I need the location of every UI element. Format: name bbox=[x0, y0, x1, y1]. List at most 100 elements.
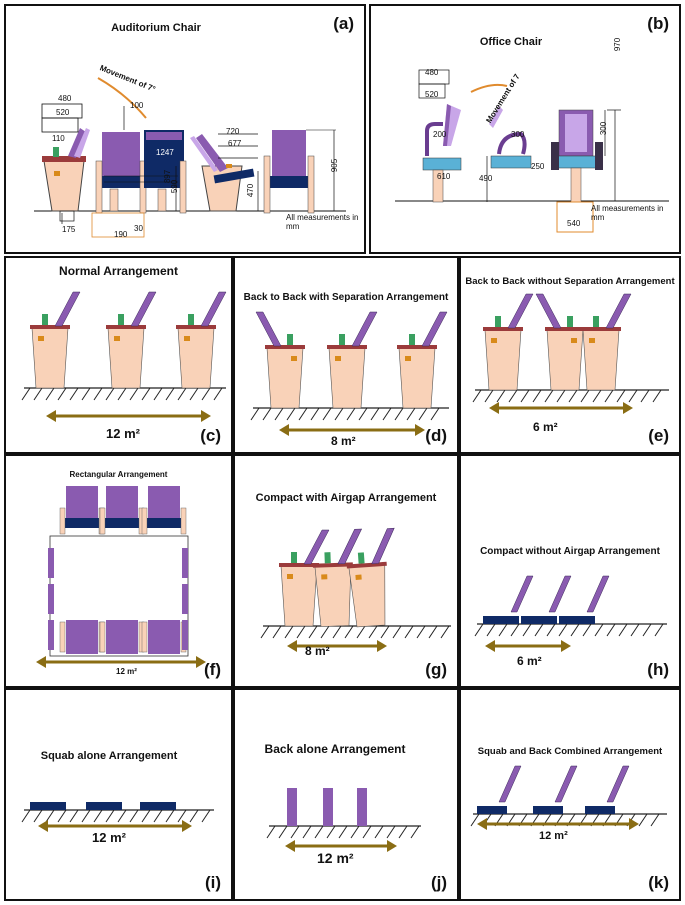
floor-hatch bbox=[260, 625, 270, 639]
floor-hatch bbox=[510, 623, 520, 637]
floor-hatch bbox=[380, 625, 390, 639]
arrow-head-left bbox=[38, 820, 48, 832]
bottom-chair-leg bbox=[141, 621, 148, 653]
floor-hatch bbox=[544, 389, 554, 403]
floor-hatch bbox=[428, 625, 438, 639]
panel-j-back-alone: Back alone Arrangement 12 m² (j) bbox=[233, 688, 459, 901]
floor-hatch bbox=[308, 625, 318, 639]
floor-hatch bbox=[592, 389, 602, 403]
dim-520: 520 bbox=[56, 108, 70, 117]
floor-hatch bbox=[556, 389, 566, 403]
floor-hatch bbox=[177, 809, 187, 823]
floor-hatch bbox=[290, 825, 300, 839]
right-chair-back bbox=[182, 620, 188, 650]
panel-d-back-to-back-separation: Back to Back with Separation Arrangement… bbox=[233, 256, 459, 454]
armrest bbox=[357, 552, 365, 564]
panel-j-title: Back alone Arrangement bbox=[264, 742, 406, 756]
chair bbox=[346, 527, 395, 628]
armrest bbox=[567, 316, 573, 327]
floor-hatch bbox=[213, 387, 223, 401]
seat-top bbox=[397, 345, 437, 349]
rectangular-arrangement-drawing bbox=[36, 486, 206, 668]
back-alone-drawing bbox=[266, 788, 421, 852]
dim-175: 175 bbox=[62, 225, 76, 234]
floor-hatch bbox=[272, 625, 282, 639]
dim-b-300-front: 300 bbox=[599, 121, 609, 136]
floor-hatch bbox=[430, 407, 440, 421]
floor-hatch bbox=[165, 387, 175, 401]
arrow-head-right bbox=[629, 818, 639, 830]
dim-100: 100 bbox=[130, 101, 144, 110]
left-chair-back bbox=[48, 620, 54, 650]
backrest bbox=[130, 291, 157, 327]
armrest bbox=[409, 334, 415, 345]
dim-480: 480 bbox=[58, 94, 72, 103]
chair-tag bbox=[335, 356, 341, 361]
squab-back-combined-drawing bbox=[470, 765, 667, 830]
floor-hatch bbox=[93, 809, 103, 823]
floor-hatch bbox=[262, 407, 272, 421]
normal-arrangement-drawing bbox=[21, 291, 227, 422]
floor-hatch bbox=[141, 809, 151, 823]
floor-hatch bbox=[69, 809, 79, 823]
auditorium-chair-drawing bbox=[34, 77, 346, 238]
armrest bbox=[339, 334, 345, 345]
chair-tag bbox=[491, 338, 497, 343]
floor-hatch bbox=[594, 623, 604, 637]
floor-hatch bbox=[630, 623, 640, 637]
floor-hatch bbox=[410, 825, 420, 839]
right-chair-back bbox=[182, 548, 188, 578]
floor-hatch bbox=[604, 389, 614, 403]
arrow-head-right bbox=[377, 640, 387, 652]
panel-g-title: Compact with Airgap Arrangement bbox=[255, 492, 437, 504]
floor-hatch bbox=[362, 825, 372, 839]
chair bbox=[397, 311, 448, 409]
backrest bbox=[200, 291, 227, 327]
floor-hatch bbox=[201, 809, 211, 823]
floor-hatch bbox=[558, 623, 568, 637]
dim-b-490: 490 bbox=[479, 174, 493, 183]
panel-d-title: Back to Back with Separation Arrangement bbox=[243, 292, 449, 303]
arrow-head-left bbox=[287, 640, 297, 652]
floor-hatch bbox=[105, 809, 115, 823]
panel-b-title: Office Chair bbox=[479, 36, 543, 48]
floor-hatch bbox=[105, 387, 115, 401]
arrow-head-right bbox=[387, 840, 397, 852]
floor-hatch bbox=[201, 387, 211, 401]
dim-905: 905 bbox=[330, 158, 340, 173]
floor-hatch bbox=[406, 407, 416, 421]
floor-hatch bbox=[141, 387, 151, 401]
arrow-head-right bbox=[415, 424, 425, 436]
arrow-head-right bbox=[623, 402, 633, 414]
chair-body bbox=[398, 347, 436, 409]
floor-hatch bbox=[532, 389, 542, 403]
floor-hatch bbox=[522, 623, 532, 637]
armrest bbox=[324, 552, 331, 564]
seat-top bbox=[545, 327, 585, 331]
floor-hatch bbox=[177, 387, 187, 401]
chair-body bbox=[328, 347, 366, 409]
floor-hatch bbox=[33, 387, 43, 401]
panel-i-label: (i) bbox=[204, 873, 221, 892]
backrest bbox=[605, 293, 632, 329]
panel-c-title: Normal Arrangement bbox=[59, 264, 178, 278]
chair-body bbox=[266, 347, 304, 409]
chair-tag bbox=[114, 336, 120, 341]
chair-tag bbox=[291, 356, 297, 361]
squab-cushion bbox=[585, 806, 615, 814]
floor-hatch bbox=[189, 387, 199, 401]
floor-hatch bbox=[21, 387, 31, 401]
floor-hatch bbox=[93, 387, 103, 401]
floor-hatch bbox=[616, 389, 626, 403]
floor-hatch bbox=[628, 389, 638, 403]
floor-hatch bbox=[650, 813, 660, 827]
backrest bbox=[507, 293, 534, 329]
armrest bbox=[495, 316, 501, 327]
floor-hatch bbox=[368, 625, 378, 639]
floor-hatch bbox=[382, 407, 392, 421]
chair-tag bbox=[405, 356, 411, 361]
panel-b-office-chair: Office Chair (b) Movement of 7 All measu… bbox=[369, 4, 681, 254]
standalone-backrest bbox=[357, 788, 367, 826]
back-to-back-no-separation-drawing bbox=[472, 293, 669, 414]
floor-hatch bbox=[266, 825, 276, 839]
